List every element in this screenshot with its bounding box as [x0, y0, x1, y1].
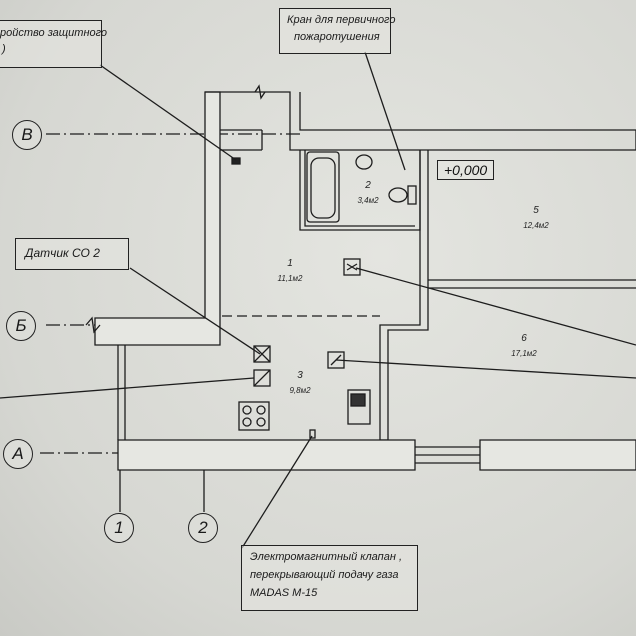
valve-callout — [241, 545, 418, 611]
room-6-area: 17,1м2 — [511, 349, 537, 358]
co2-sensor-callout — [15, 238, 129, 270]
axis-marker-b: Б — [6, 311, 36, 341]
valve-label-line2: перекрывающий подачу газа — [250, 569, 399, 581]
wall-bottom — [117, 439, 416, 471]
co2-sensor-symbol — [253, 345, 271, 363]
valve-label-line3: MADAS M-15 — [250, 587, 318, 599]
room-3-area: 9,8м2 — [289, 386, 311, 395]
room-6-number: 6 — [521, 333, 527, 344]
room-5-area: 12,4м2 — [523, 221, 549, 230]
room-2-area: 3,4м2 — [357, 196, 379, 205]
axis-marker-a: А — [3, 439, 33, 469]
valve-label-line1: Электромагнитный клапан , — [250, 551, 403, 563]
axis-marker-v: В — [12, 120, 42, 150]
level-mark: +0,000 — [437, 160, 495, 180]
protective-device-label-line2: ) — [2, 43, 6, 55]
room-3-number: 3 — [297, 370, 303, 381]
protective-device-label: ройство защитного — [0, 27, 108, 39]
co2-sensor-label: Датчик СО 2 — [25, 246, 100, 260]
fire-tap-label-line2: пожаротушения — [294, 31, 380, 43]
wall-top — [205, 91, 636, 151]
wall-left — [94, 91, 221, 346]
axis-marker-1: 1 — [104, 513, 134, 543]
fire-tap-callout — [279, 8, 391, 54]
room-5-number: 5 — [533, 205, 539, 216]
fire-tap-label: Кран для первичного — [287, 14, 396, 26]
room-2-number: 2 — [365, 180, 371, 191]
wall-central — [379, 150, 429, 441]
axis-marker-2: 2 — [188, 513, 218, 543]
room-1-area: 11,1м2 — [277, 274, 303, 283]
protective-device-callout — [0, 20, 102, 68]
room-1-number: 1 — [287, 258, 293, 269]
